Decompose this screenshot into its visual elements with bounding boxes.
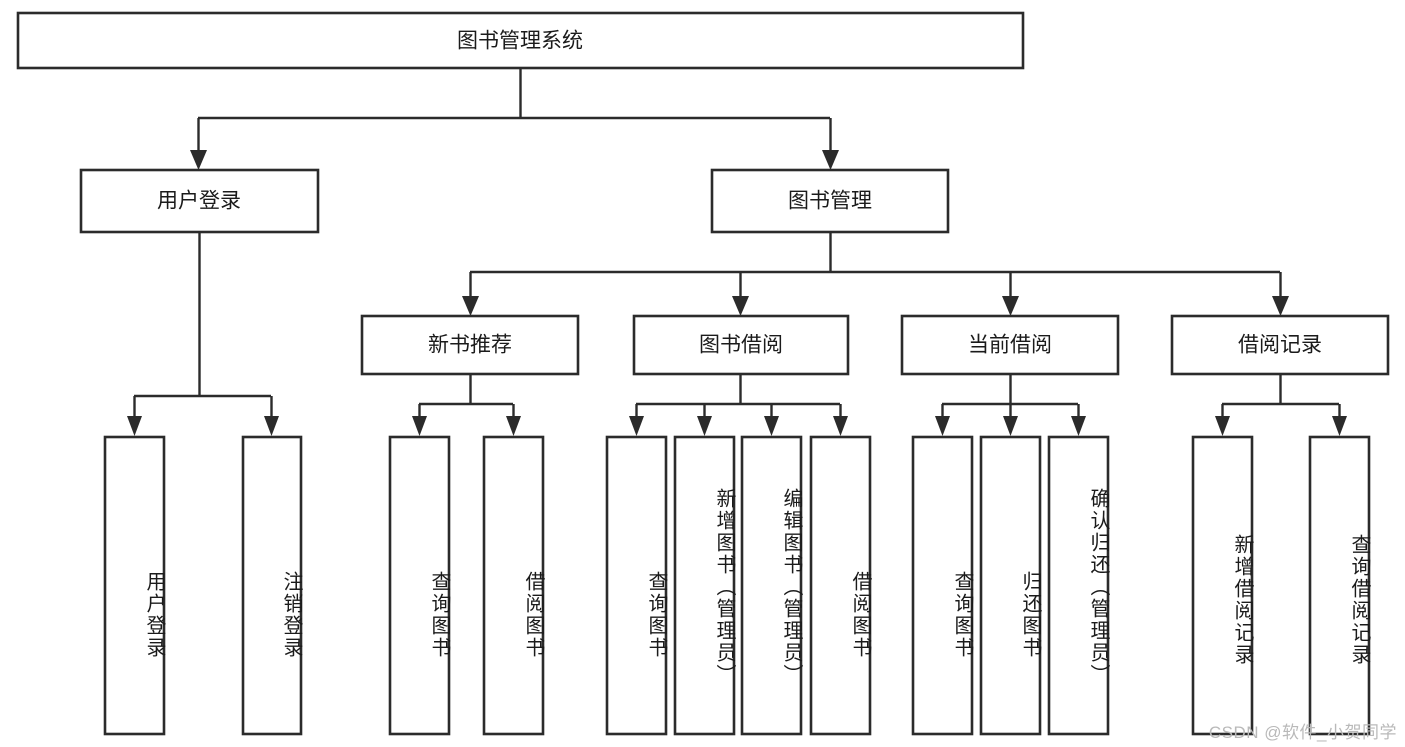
arrow-book-management xyxy=(822,150,839,170)
arrow-user-login xyxy=(190,150,207,170)
node-book-borrow-box[interactable] xyxy=(632,314,850,376)
connector-group-userlogin-leaves xyxy=(127,232,279,436)
arrow-leaf-edit-book xyxy=(764,416,779,436)
node-leaf-add-borrow-record-box[interactable] xyxy=(1191,435,1254,736)
arrow-book-borrow xyxy=(732,296,749,316)
node-user-login-label: 用户登录 xyxy=(157,190,241,213)
node-book-management-box[interactable] xyxy=(710,168,950,234)
node-leaf-logout-login-box[interactable] xyxy=(241,435,303,736)
node-current-borrow-label: 当前借阅 xyxy=(968,334,1052,357)
arrow-current-borrow xyxy=(1002,296,1019,316)
arrow-leaf-logout-login xyxy=(264,416,279,436)
node-new-book-recommend-box[interactable] xyxy=(360,314,580,376)
node-leaf-user-login-box[interactable] xyxy=(103,435,166,736)
arrow-leaf-add-borrow-record xyxy=(1215,416,1230,436)
arrow-leaf-query-borrow-record xyxy=(1332,416,1347,436)
arrow-leaf-query-book-3 xyxy=(935,416,950,436)
node-leaf-return-book-box[interactable] xyxy=(979,435,1042,736)
node-new-book-recommend-label: 新书推荐 xyxy=(428,334,512,357)
arrow-leaf-borrow-book-1 xyxy=(506,416,521,436)
node-book-borrow-label: 图书借阅 xyxy=(699,334,783,357)
node-current-borrow[interactable]: 当前借阅 xyxy=(900,314,1120,376)
node-book-management[interactable]: 图书管理 xyxy=(710,168,950,234)
node-leaf-query-book-3-box[interactable] xyxy=(911,435,974,736)
arrow-leaf-user-login xyxy=(127,416,142,436)
node-leaf-query-book-2-box[interactable] xyxy=(605,435,668,736)
connector-group-borrowrecord-leaves xyxy=(1215,374,1347,436)
node-book-management-label: 图书管理 xyxy=(788,190,872,213)
node-leaf-confirm-return-box[interactable] xyxy=(1047,435,1110,736)
node-borrow-record[interactable]: 借阅记录 xyxy=(1170,314,1390,376)
arrow-leaf-add-book xyxy=(697,416,712,436)
watermark-text: CSDN @软件_小贺同学 xyxy=(1208,723,1397,742)
connector-group-bookborrow-leaves xyxy=(629,374,848,436)
arrow-leaf-query-book-2 xyxy=(629,416,644,436)
connector-group-newbook-leaves xyxy=(412,374,521,436)
connector-group-currentborrow-leaves xyxy=(935,374,1086,436)
arrow-leaf-query-book-1 xyxy=(412,416,427,436)
node-new-book-recommend[interactable]: 新书推荐 xyxy=(360,314,580,376)
node-user-login[interactable]: 用户登录 xyxy=(79,168,320,234)
arrow-leaf-confirm-return xyxy=(1071,416,1086,436)
node-leaf-edit-book-box[interactable] xyxy=(740,435,803,736)
node-leaf-borrow-book-1-box[interactable] xyxy=(482,435,545,736)
node-borrow-record-box[interactable] xyxy=(1170,314,1390,376)
arrow-leaf-borrow-book-2 xyxy=(833,416,848,436)
connector-group-bookmgmt-to-level3 xyxy=(462,232,1289,316)
node-user-login-box[interactable] xyxy=(79,168,320,234)
node-leaf-add-book-box[interactable] xyxy=(673,435,736,736)
node-root-box[interactable] xyxy=(16,11,1025,70)
node-borrow-record-label: 借阅记录 xyxy=(1238,334,1322,357)
arrow-new-book-recommend xyxy=(462,296,479,316)
arrow-leaf-return-book xyxy=(1003,416,1018,436)
node-current-borrow-box[interactable] xyxy=(900,314,1120,376)
node-leaf-query-borrow-record-box[interactable] xyxy=(1308,435,1371,736)
node-root[interactable]: 图书管理系统 xyxy=(16,11,1025,70)
node-book-borrow[interactable]: 图书借阅 xyxy=(632,314,850,376)
node-leaf-query-book-1-box[interactable] xyxy=(388,435,451,736)
node-leaf-borrow-book-2-box[interactable] xyxy=(809,435,872,736)
connector-group-root-to-level2 xyxy=(190,68,839,170)
node-root-label: 图书管理系统 xyxy=(457,30,583,53)
arrow-borrow-record xyxy=(1272,296,1289,316)
